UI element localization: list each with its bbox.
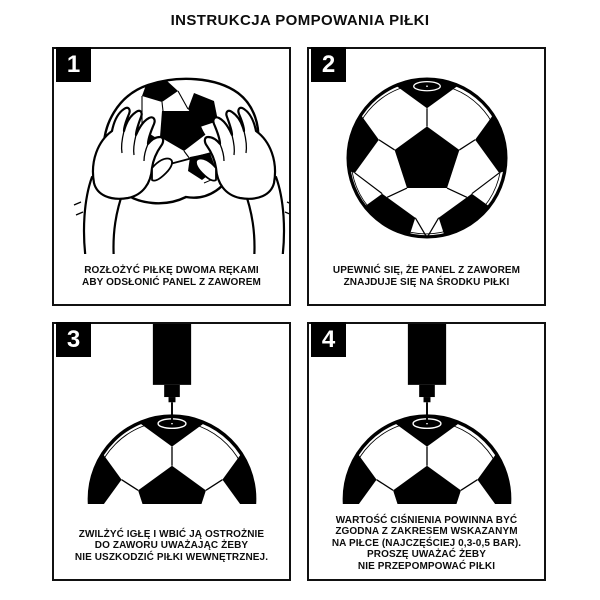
step-caption: ROZŁOŻYĆ PIŁKĘ DWOMA RĘKAMI ABY ODSŁONIĆ…	[82, 265, 261, 288]
hands-opening-ball-illustration	[54, 49, 289, 254]
step-panel-4: 4 WARTOŚĆ CIŚNIENIA POWINNA BYĆ ZGODNA Z…	[307, 322, 546, 581]
step-panel-3: 3 ZWILŻYĆ IGŁĘ I WBIĆ JĄ OSTROŻNIE DO ZA…	[52, 322, 291, 581]
step-caption: UPEWNIĆ SIĘ, ŻE PANEL Z ZAWOREM ZNAJDUJE…	[332, 265, 521, 288]
step-panel-1: 1	[52, 47, 291, 306]
step-number-badge: 2	[311, 47, 346, 82]
step-caption: WARTOŚĆ CIŚNIENIA POWINNA BYĆ ZGODNA Z Z…	[331, 514, 522, 572]
step-caption: ZWILŻYĆ IGŁĘ I WBIĆ JĄ OSTROŻNIE DO ZAWO…	[74, 528, 269, 563]
step-number-badge: 3	[56, 322, 91, 357]
step-number-badge: 1	[56, 47, 91, 82]
step-number-badge: 4	[311, 322, 346, 357]
step-panel-2: 2 UPEWNIĆ SIĘ, ŻE PANEL Z ZAWOREM ZNAJDU…	[307, 47, 546, 306]
page-title: INSTRUKCJA POMPOWANIA PIŁKI	[170, 12, 430, 29]
